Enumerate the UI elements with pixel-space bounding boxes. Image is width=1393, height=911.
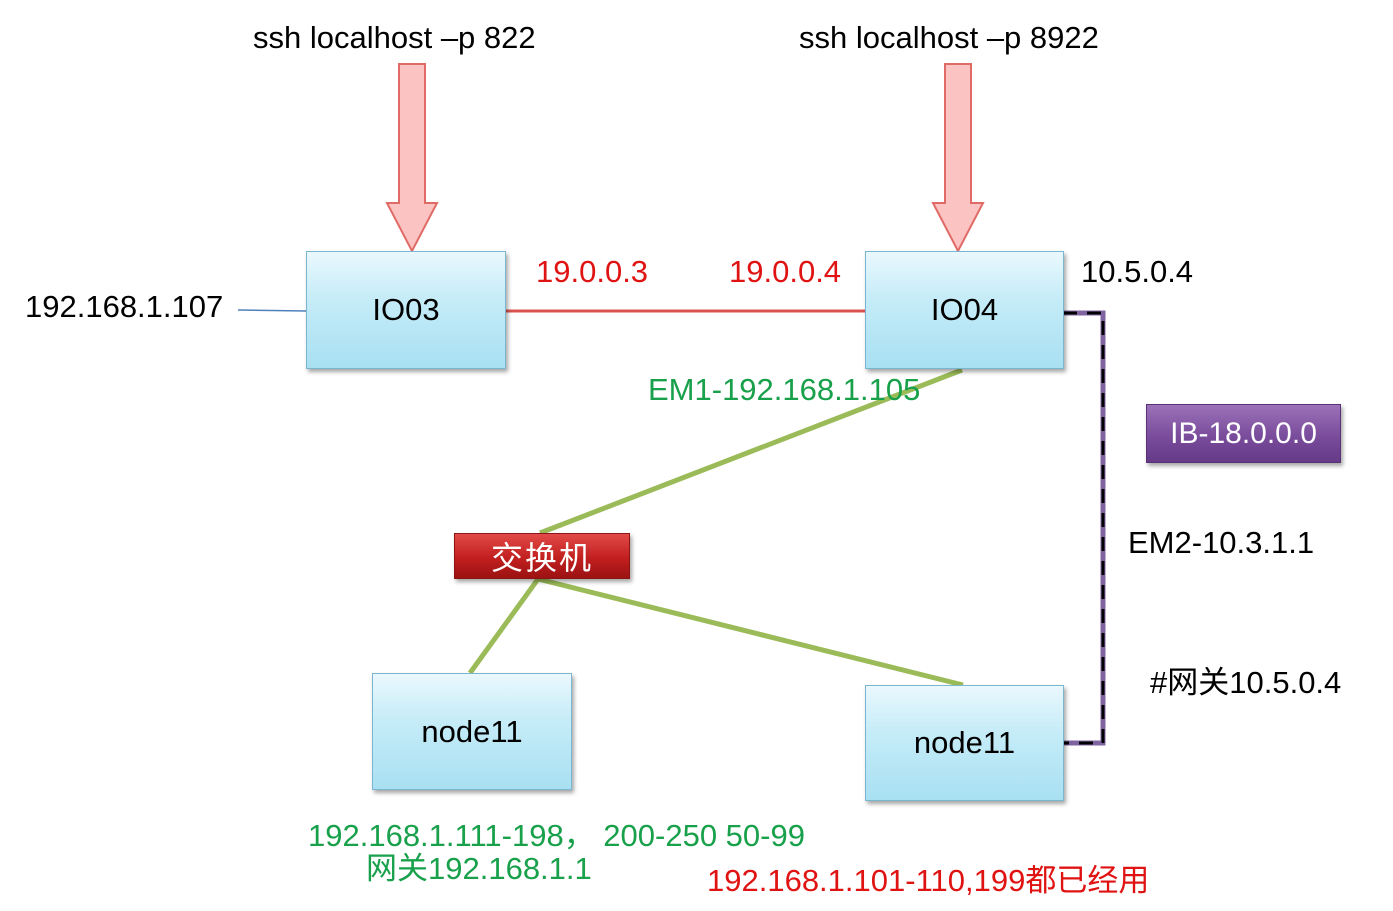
- io04-ib-ip: 10.5.0.4: [1081, 254, 1194, 289]
- link-io03-external: [237, 309, 308, 312]
- gateway-ib-label: #网关10.5.0.4: [1150, 665, 1342, 700]
- io03-label: IO03: [372, 292, 440, 327]
- ssh-io03-label: ssh localhost –p 822: [253, 20, 536, 55]
- link-switch-node-left: [467, 577, 541, 675]
- used-ips-label: 192.168.1.101-110,199都已经用: [707, 863, 1150, 898]
- node-left-label: node11: [421, 713, 523, 749]
- em2-label: EM2-10.3.1.1: [1128, 525, 1315, 560]
- link-ib-outer: [1063, 310, 1106, 746]
- link-switch-node-right: [537, 576, 964, 688]
- io04-box[interactable]: IO04: [865, 251, 1064, 369]
- link-ib-inner: [1063, 311, 1105, 745]
- switch-box[interactable]: 交换机: [454, 533, 630, 579]
- ip-range-label: 192.168.1.111-198， 200-250 50-99: [308, 818, 805, 853]
- io03-box[interactable]: IO03: [306, 251, 506, 369]
- gateway-lan-label: 网关192.168.1.1: [366, 851, 592, 886]
- em1-label: EM1-192.168.1.105: [648, 372, 921, 407]
- ib-label: IB-18.0.0.0: [1170, 416, 1317, 450]
- ssh-io04-label: ssh localhost –p 8922: [799, 20, 1099, 55]
- node-right-box[interactable]: node11: [865, 685, 1064, 801]
- ssh-arrow-io04: [931, 63, 985, 254]
- ssh-arrow-io03: [385, 63, 439, 254]
- io04-label: IO04: [930, 292, 999, 327]
- io03-external-ip: 192.168.1.107: [25, 289, 224, 324]
- node-right-label: node11: [913, 725, 1016, 760]
- node-left-box[interactable]: node11: [372, 673, 572, 790]
- io04-link-ip: 19.0.0.4: [729, 254, 842, 289]
- ib-box[interactable]: IB-18.0.0.0: [1146, 404, 1341, 463]
- io03-link-ip: 19.0.0.3: [536, 254, 649, 289]
- switch-label: 交换机: [490, 539, 593, 577]
- link-io04-switch: [539, 367, 963, 536]
